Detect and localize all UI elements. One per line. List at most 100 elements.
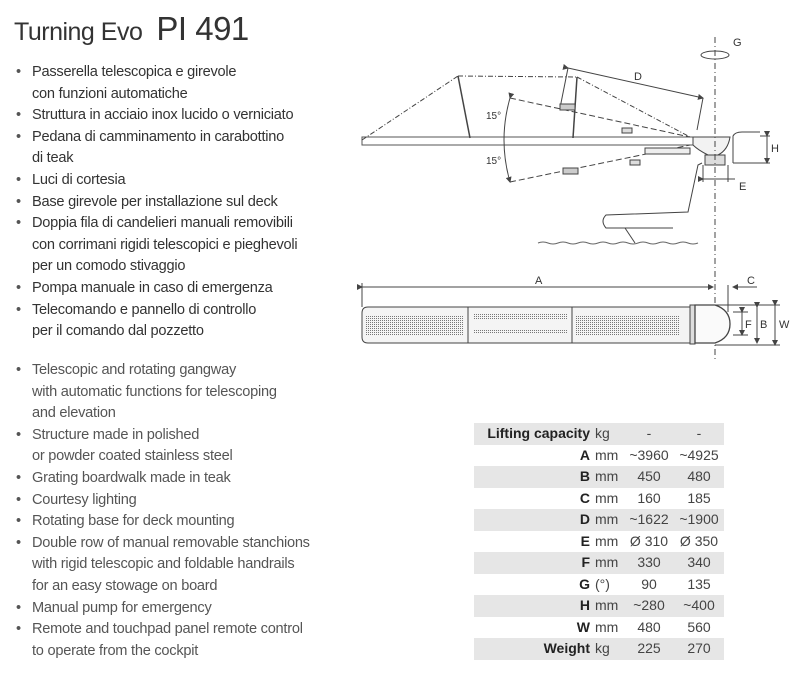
spec-label: H xyxy=(579,597,590,613)
feature-line: with rigid telescopic and foldable handr… xyxy=(32,556,295,573)
spec-value-1: Ø 310 xyxy=(629,532,669,549)
spec-value-1: 225 xyxy=(637,640,661,656)
label-c: C xyxy=(747,275,755,287)
spec-unit: mm xyxy=(595,597,619,613)
label-e: E xyxy=(739,181,746,193)
label-d: D xyxy=(634,71,642,83)
spec-value-1: 450 xyxy=(637,468,661,484)
feature-item: Telecomando e pannello di controllo per i… xyxy=(14,300,297,343)
feature-item: Telescopic and rotating gangway with auto… xyxy=(14,360,310,425)
spec-label: C xyxy=(579,489,590,506)
feature-item: Doppia fila di candelieri manuali removi… xyxy=(14,213,298,278)
feature-line: Structure made in polished xyxy=(32,426,200,443)
feature-line: Passerella telescopica e girevole xyxy=(32,64,237,80)
spec-value-2: 560 xyxy=(687,618,711,635)
spec-value-1: 480 xyxy=(637,618,661,635)
spec-label: Weight xyxy=(543,640,590,656)
spec-value-2: 480 xyxy=(687,468,711,484)
spec-unit: mm xyxy=(595,446,619,463)
feature-item: Rotating base for deck mounting xyxy=(14,511,310,533)
feature-line: with automatic functions for telescoping xyxy=(32,383,277,400)
spec-value-2: 185 xyxy=(687,489,711,506)
spec-value-2: Ø 350 xyxy=(679,532,719,549)
feature-line: Telescopic and rotating gangway xyxy=(32,362,236,378)
feature-line: Rotating base for deck mounting xyxy=(32,513,235,530)
feature-line: di teak xyxy=(32,150,74,167)
feature-line: Remote and touchpad panel remote control xyxy=(32,621,303,638)
page-title: Turning Evo PI 491 xyxy=(14,10,249,48)
spec-value-1: - xyxy=(646,425,652,441)
spec-unit: mm xyxy=(595,489,619,506)
spec-unit: mm xyxy=(595,618,619,635)
label-f: F xyxy=(745,319,752,331)
spec-unit: (°) xyxy=(595,575,610,592)
spec-value-1: 160 xyxy=(637,489,661,506)
spec-label: E xyxy=(580,532,590,549)
spec-unit: kg xyxy=(595,640,610,656)
feature-line: to operate from the cockpit xyxy=(32,642,199,659)
feature-line: and elevation xyxy=(32,405,116,422)
spec-value-2: ~4925 xyxy=(679,446,719,463)
features-italian: Passerella telescopica e girevole con fun… xyxy=(14,62,298,343)
top-view xyxy=(357,283,780,346)
spec-unit: mm xyxy=(595,532,619,549)
label-h: H xyxy=(771,143,779,155)
feature-line: Doppia fila di candelieri manuali removi… xyxy=(32,215,293,232)
feature-line: Double row of manual removable stanchion… xyxy=(32,534,310,551)
spec-label: G xyxy=(579,575,590,592)
spec-value-1: 330 xyxy=(637,554,661,570)
spec-value-2: 270 xyxy=(687,640,711,656)
spec-value-2: 340 xyxy=(687,554,711,570)
feature-line: or powder coated stainless steel xyxy=(32,448,233,465)
feature-item: Struttura in acciaio inox lucido o verni… xyxy=(14,105,297,127)
spec-unit: mm xyxy=(595,554,619,570)
feature-line: Pedana di camminamento in carabottino xyxy=(32,128,284,145)
feature-line: per il comando dal pozzetto xyxy=(32,323,204,340)
side-view xyxy=(361,37,770,360)
spec-value-1: ~1622 xyxy=(629,511,669,527)
feature-line: Telecomando e pannello di controllo xyxy=(32,301,257,318)
spec-label: A xyxy=(579,446,590,463)
spec-label: W xyxy=(576,618,590,635)
feature-line: Courtesy lighting xyxy=(32,491,137,508)
feature-item: Pedana di camminamento in carabottino di … xyxy=(14,127,297,170)
label-w: W xyxy=(779,319,790,331)
feature-line: per un comodo stivaggio xyxy=(32,258,186,275)
spec-row: Weight kg 225 270 xyxy=(474,638,724,660)
spec-unit: mm xyxy=(595,468,619,484)
spec-value-1: ~3960 xyxy=(629,446,669,463)
spec-label: F xyxy=(581,554,590,570)
feature-item: Remote and touchpad panel remote control… xyxy=(14,619,310,662)
label-g: G xyxy=(733,37,742,49)
spec-value-1: ~280 xyxy=(633,597,665,613)
feature-line: Grating boardwalk made in teak xyxy=(32,469,231,486)
feature-item: Base girevole per installazione sul deck xyxy=(14,192,297,214)
spec-value-2: ~1900 xyxy=(679,511,719,527)
label-angle-up: 15° xyxy=(486,111,501,122)
feature-item: Courtesy lighting xyxy=(14,490,310,512)
spec-label: D xyxy=(579,511,590,527)
spec-value-2: - xyxy=(696,425,702,441)
spec-value-2: ~400 xyxy=(683,597,715,613)
feature-line: Pompa manuale in caso di emergenza xyxy=(32,279,273,296)
model-name: Turning Evo xyxy=(14,18,143,46)
feature-line: Struttura in acciaio inox lucido o verni… xyxy=(32,107,294,124)
feature-line: con funzioni automatiche xyxy=(32,85,188,102)
feature-item: Pompa manuale in caso di emergenza xyxy=(14,278,297,300)
features-english: Telescopic and rotating gangway with auto… xyxy=(14,360,310,662)
feature-line: Luci di cortesia xyxy=(32,171,126,188)
feature-item: Grating boardwalk made in teak xyxy=(14,468,310,490)
model-code: PI 491 xyxy=(156,10,249,47)
label-b: B xyxy=(760,319,767,331)
feature-line: for an easy stowage on board xyxy=(32,577,218,594)
